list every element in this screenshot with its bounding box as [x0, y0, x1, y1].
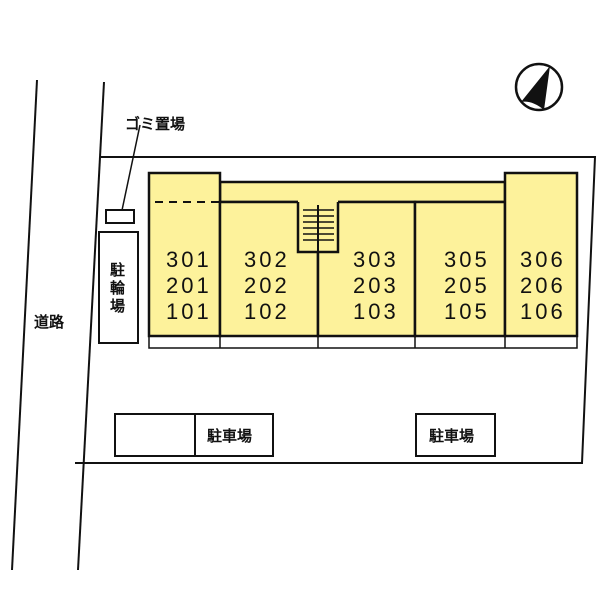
unit-201: 201 — [166, 273, 212, 298]
parking-right-label: 駐車場 — [429, 427, 474, 445]
road-label: 道路 — [34, 313, 65, 331]
parking-left: 駐車場 — [114, 413, 274, 457]
parking-left-label: 駐車場 — [207, 427, 252, 445]
garbage-label: ゴミ置場 — [125, 115, 185, 133]
unit-105: 105 — [444, 299, 490, 324]
unit-block-05 — [413, 200, 507, 338]
unit-101: 101 — [166, 299, 212, 324]
stairs-icon — [296, 200, 340, 254]
garbage-leader-line — [120, 124, 141, 216]
bicycle-parking — [98, 231, 139, 344]
unit-block-06 — [503, 171, 579, 338]
unit-303: 303 — [353, 247, 399, 272]
bicycle-parking-label-1: 駐 — [110, 261, 125, 279]
unit-205: 205 — [444, 273, 490, 298]
road-edge-left — [11, 79, 38, 571]
bicycle-parking-label-3: 場 — [110, 297, 125, 315]
unit-102: 102 — [244, 299, 290, 324]
unit-305: 305 — [444, 247, 490, 272]
unit-103: 103 — [353, 299, 399, 324]
unit-202: 202 — [244, 273, 290, 298]
bicycle-parking-label-2: 輪 — [110, 279, 126, 297]
building: 301 201 101 302 202 102 303 203 103 305 … — [147, 171, 579, 349]
unit-306: 306 — [520, 247, 566, 272]
unit-302: 302 — [244, 247, 290, 272]
garbage-area — [105, 209, 135, 224]
unit-301: 301 — [166, 247, 212, 272]
site-boundary — [75, 156, 597, 464]
unit-106: 106 — [520, 299, 566, 324]
parking-right: 駐車場 — [415, 413, 496, 457]
unit-206: 206 — [520, 273, 566, 298]
road-edge-right — [77, 81, 105, 571]
unit-203: 203 — [353, 273, 399, 298]
north-arrow-icon — [514, 62, 564, 112]
unit-block-01 — [147, 171, 222, 338]
